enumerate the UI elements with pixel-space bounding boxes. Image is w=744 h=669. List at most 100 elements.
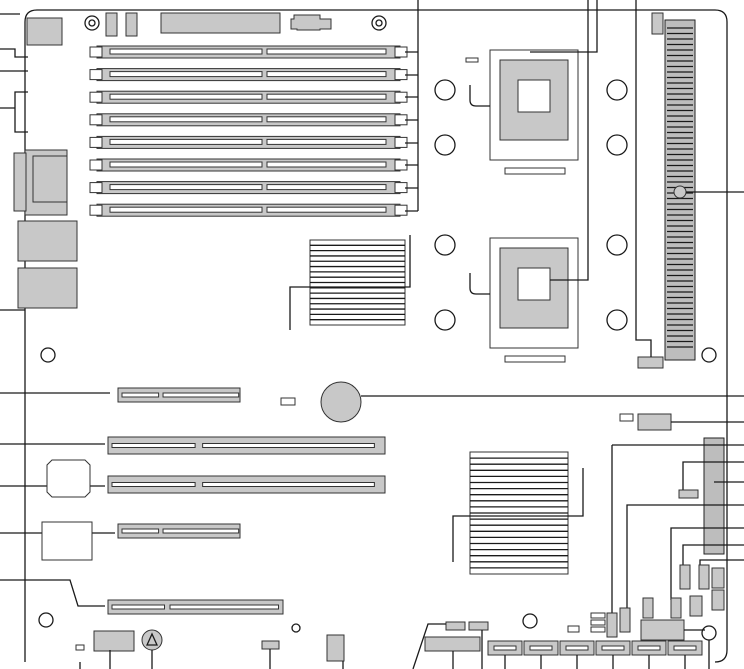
jumper — [590, 626, 606, 633]
cmos-battery — [320, 381, 362, 423]
sata-port-key — [601, 645, 625, 651]
pin-header — [642, 597, 654, 619]
dimm-latch — [89, 114, 103, 126]
slot-key — [121, 392, 160, 398]
dimm-latch — [89, 46, 103, 58]
fan-header — [125, 12, 138, 37]
board-outline — [24, 9, 728, 663]
southbridge-heatsink — [452, 451, 584, 575]
fan-header — [637, 356, 664, 369]
jumper — [465, 57, 479, 63]
header-4pin — [468, 621, 489, 631]
dimm-slot-key — [266, 48, 387, 55]
heatsink-mount-hole — [434, 79, 456, 101]
dimm-latch — [89, 91, 103, 103]
slot-key — [202, 443, 375, 448]
jumper — [280, 397, 296, 406]
dimm-slot-key — [109, 93, 263, 100]
usb-header — [326, 634, 345, 662]
dimm-slot-key — [266, 138, 387, 145]
slot-key — [111, 604, 165, 610]
slot-key — [162, 392, 240, 398]
pin-header — [689, 595, 703, 617]
mounting-hole — [84, 15, 100, 31]
jumper — [567, 625, 580, 633]
header-4pin — [445, 621, 466, 631]
cpu-die — [517, 79, 551, 113]
sata-port-key — [493, 645, 517, 651]
heatsink-clip — [289, 235, 411, 330]
pin-header — [711, 567, 725, 589]
dimm-slot-key — [266, 116, 387, 123]
jumper — [590, 619, 606, 626]
aux-power-connector — [290, 14, 332, 31]
slot-key — [202, 482, 375, 487]
heatsink-mount-hole — [606, 309, 628, 331]
power-connector-8pin — [637, 413, 672, 431]
dimm-slot-key — [109, 206, 263, 213]
header-3pin — [261, 640, 280, 650]
bracket-screw — [673, 185, 687, 199]
dimm-slot-key — [109, 48, 263, 55]
jumper — [590, 612, 606, 619]
mounting-hole — [291, 623, 301, 633]
chip — [46, 459, 91, 498]
dimm-latch — [89, 136, 103, 148]
mounting-hole — [701, 625, 717, 641]
dimm-latch — [89, 204, 103, 216]
slot-key — [111, 443, 196, 448]
heatsink-mount-hole — [434, 234, 456, 256]
pin-header — [619, 607, 631, 633]
socket-base — [504, 167, 566, 175]
chipset-heatsink — [289, 235, 411, 330]
slot-key — [169, 604, 279, 610]
dimm-slot-key — [266, 206, 387, 213]
dimm-slot-key — [266, 93, 387, 100]
floppy-connector — [424, 636, 481, 652]
pin-header — [670, 597, 682, 619]
dimm-slot-key — [266, 161, 387, 168]
pin-header — [711, 589, 725, 611]
dimm-slot-key — [109, 138, 263, 145]
heatsink-mount-hole — [606, 234, 628, 256]
cpu-die — [517, 267, 551, 301]
dimm-latch — [89, 69, 103, 81]
socket-lever — [469, 85, 490, 107]
speaker — [93, 630, 135, 652]
mounting-hole — [40, 347, 56, 363]
fan-header — [651, 12, 664, 35]
slot-key — [111, 482, 196, 487]
fan-header — [105, 12, 118, 37]
dimm-slot-key — [266, 184, 387, 191]
dimm-slot-key — [109, 71, 263, 78]
usb-port-block — [17, 220, 78, 262]
fan-header — [678, 489, 699, 499]
dimm-latch — [89, 159, 103, 171]
dimm-latch — [394, 204, 408, 216]
chip — [41, 521, 93, 561]
mounting-hole — [38, 612, 54, 628]
heatsink-mount-hole — [606, 79, 628, 101]
pin-header — [606, 612, 618, 638]
socket-leader — [550, 0, 589, 281]
jumper — [619, 413, 634, 422]
mounting-hole — [371, 15, 387, 31]
sata-port-key — [529, 645, 553, 651]
dimm-slot-key — [109, 184, 263, 191]
dimm-slot-key — [109, 116, 263, 123]
dimm-latch — [89, 182, 103, 194]
slot-key — [162, 528, 240, 534]
heatsink-clip — [452, 468, 584, 562]
slot-key — [121, 528, 160, 534]
socket-leader — [530, 0, 598, 53]
heatsink-mount-hole — [606, 134, 628, 156]
usb-port-block — [17, 267, 78, 309]
dimm-leader-lines — [405, 0, 419, 212]
chip — [640, 619, 685, 641]
dimm-slot-key — [266, 71, 387, 78]
atx-power-connector — [160, 12, 281, 34]
mounting-hole — [522, 613, 538, 629]
socket-base — [504, 355, 566, 363]
heatsink-mount-hole — [434, 309, 456, 331]
